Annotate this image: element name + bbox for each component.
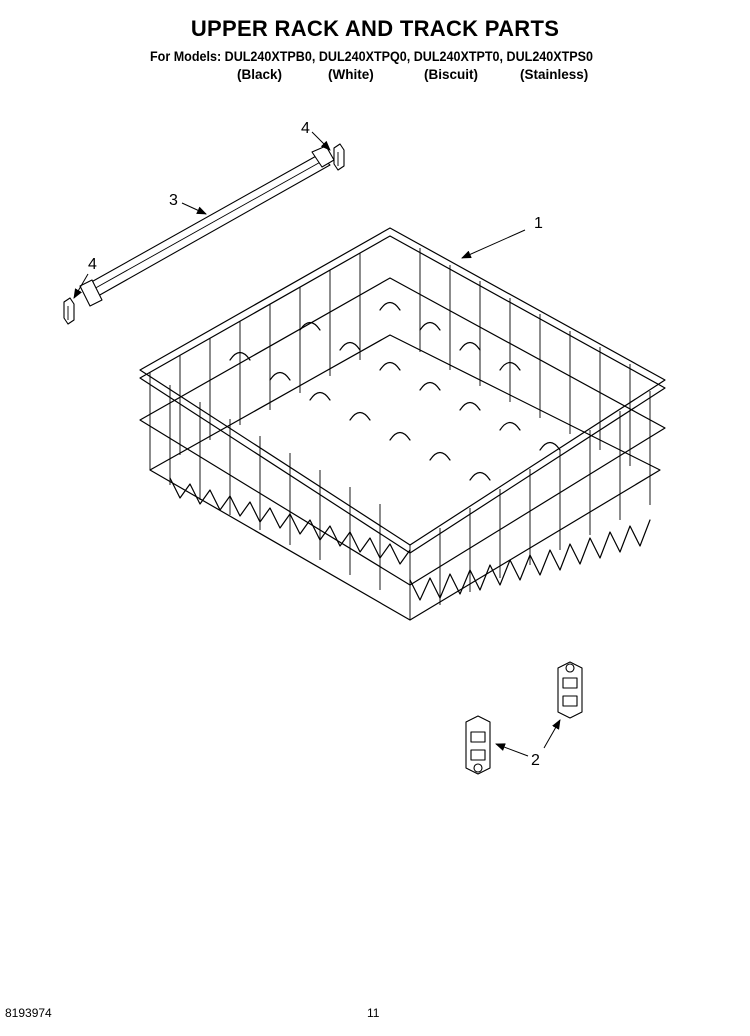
callout-end-cap-left: 4 <box>88 256 97 273</box>
track-rail <box>79 145 335 307</box>
upper-rack <box>139 227 666 621</box>
leader-1 <box>461 229 526 259</box>
end-cap-top <box>333 143 345 171</box>
leader-3 <box>181 202 207 215</box>
leader-2-left <box>495 743 529 757</box>
callout-roller: 2 <box>531 752 540 769</box>
callout-track: 3 <box>169 192 178 209</box>
leader-4-left <box>73 273 89 299</box>
page-number: 11 <box>367 1006 380 1020</box>
variant-white: (White) <box>328 67 374 82</box>
leader-4-top <box>311 131 331 151</box>
models-line: For Models: DUL240XTPB0, DUL240XTPQ0, DU… <box>150 49 594 64</box>
end-cap-left <box>63 297 75 325</box>
leader-2-right <box>543 719 561 749</box>
page-title: UPPER RACK AND TRACK PARTS <box>190 16 560 41</box>
callout-end-cap-top: 4 <box>301 120 310 137</box>
variant-stainless: (Stainless) <box>520 67 589 82</box>
variant-biscuit: (Biscuit) <box>424 67 478 82</box>
document-number: 8193974 <box>5 1006 52 1020</box>
callout-rack: 1 <box>534 215 543 232</box>
variant-black: (Black) <box>237 67 283 82</box>
roller-right <box>557 661 583 719</box>
roller-left <box>465 715 491 775</box>
